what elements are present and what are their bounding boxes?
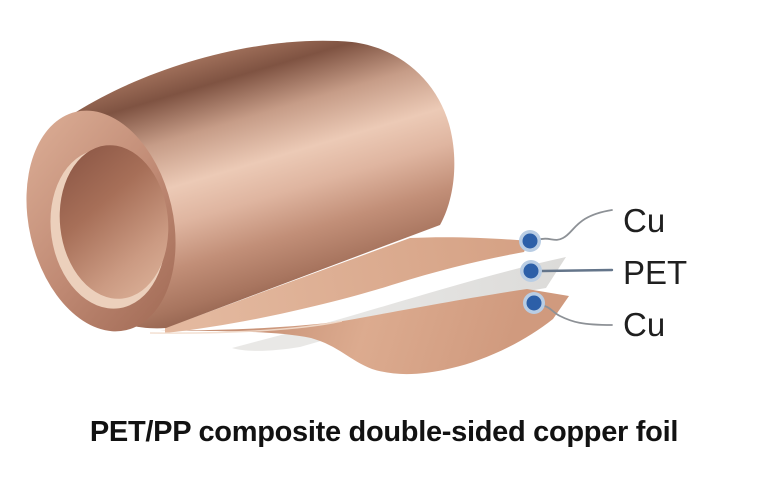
label-cu-bottom: Cu [623,306,665,343]
label-pet: PET [623,254,687,291]
marker-dot-pet [520,260,542,282]
marker-dot-cu-top [519,230,541,252]
label-cu-top: Cu [623,202,665,239]
marker-dot-cu-bottom [523,292,545,314]
roll-core-hole [59,145,169,299]
leader-line-cu-bottom [539,304,613,326]
diagram-caption: PET/PP composite double-sided copper foi… [89,416,679,448]
leader-line-pet [540,268,614,273]
sheet-copper-bottom-layer [160,289,569,375]
leader-line-cu-top [536,209,613,241]
sheet-edge-highlight [149,320,343,334]
sheet-copper-top-layer [165,237,529,333]
